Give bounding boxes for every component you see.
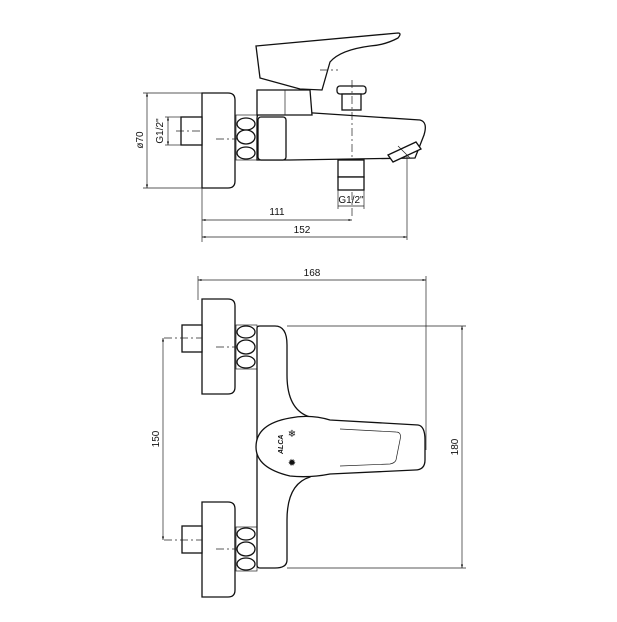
lever-handle — [255, 32, 401, 91]
connection-nut — [235, 114, 258, 161]
diverter-knob — [336, 80, 367, 218]
dim-180-label: 180 — [450, 438, 461, 455]
side-view: ø70 G1/2" G1/2" 111 152 — [135, 32, 426, 242]
outlet-thread-label: G1/2" — [338, 195, 364, 206]
front-view: ALCA ❄ ✹ 168 150 180 — [151, 268, 466, 598]
dim-152-label: 152 — [294, 225, 311, 236]
dimension-wall-thread: G1/2" — [155, 116, 181, 146]
aerator — [387, 141, 422, 163]
cold-water-icon: ❄ — [288, 429, 296, 440]
dim-111-label: 111 — [269, 207, 285, 218]
diameter-label: ø70 — [135, 131, 146, 149]
dimension-168: 168 — [197, 268, 427, 450]
dimension-150: 150 — [151, 338, 165, 540]
bottom-rosette — [164, 501, 258, 598]
dimension-180: 180 — [287, 325, 466, 569]
brand-logo: ALCA — [278, 435, 285, 455]
wall-rosette — [176, 92, 240, 189]
dimension-outlet-thread: G1/2" — [337, 190, 365, 209]
dimension-152: 152 — [202, 156, 408, 240]
mixer-body — [256, 89, 426, 161]
top-rosette — [164, 298, 258, 395]
dimension-diameter: ø70 — [135, 92, 202, 189]
dim-150-label: 150 — [151, 430, 162, 447]
lever-handle-front: ALCA ❄ ✹ — [255, 415, 426, 478]
dim-168-label: 168 — [304, 268, 321, 279]
wall-thread-label: G1/2" — [155, 118, 166, 144]
dimension-111: 111 — [201, 188, 352, 242]
spout-outlet — [337, 159, 365, 191]
hot-water-icon: ✹ — [288, 458, 296, 469]
